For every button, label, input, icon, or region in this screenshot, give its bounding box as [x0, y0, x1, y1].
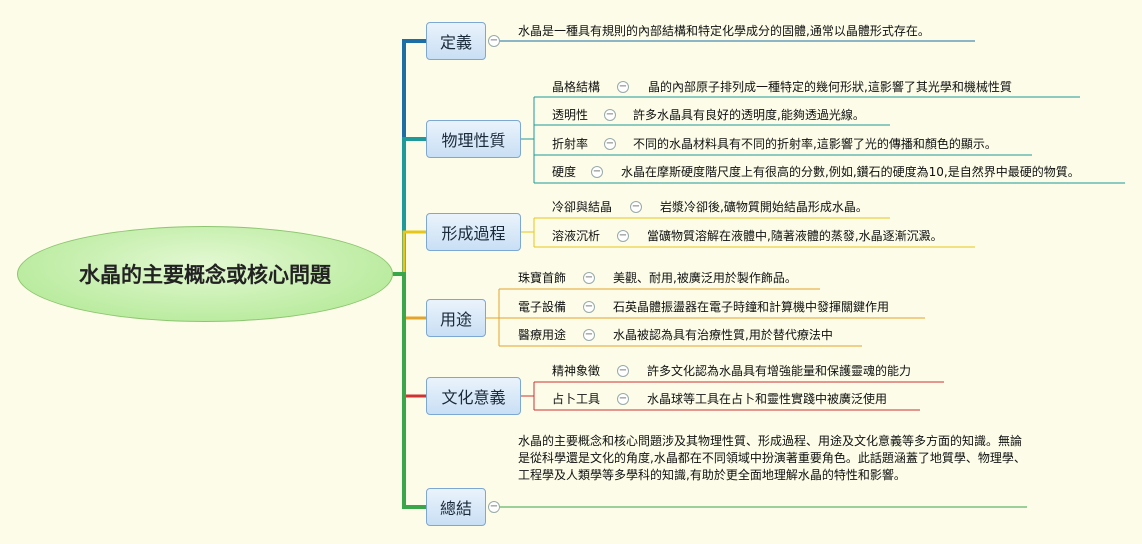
subtopic-label[interactable]: 折射率 [552, 137, 589, 151]
central-topic[interactable]: 水晶的主要概念或核心問題 [17, 226, 393, 322]
collapse-toggle-icon[interactable]: − [604, 109, 616, 121]
connector-summary [393, 272, 426, 509]
subtopic-text: 水晶在摩斯硬度階尺度上有很高的分數,例如,鑽石的硬度為10,是自然界中最硬的物質… [621, 165, 1080, 179]
connector-culture [393, 272, 426, 398]
subtopic-label[interactable]: 醫療用途 [518, 328, 567, 342]
subtopic-text: 水晶被認為具有治療性質,用於替代療法中 [613, 328, 833, 342]
subtopic-label[interactable]: 冷卻與結晶 [552, 200, 613, 214]
connector-form [393, 230, 426, 276]
collapse-toggle-icon[interactable]: − [583, 329, 595, 341]
collapse-toggle-icon[interactable]: − [617, 230, 629, 242]
definition-text: 水晶是一種具有規則的內部結構和特定化學成分的固體,通常以晶體形式存在。 [518, 24, 930, 38]
subtopic-text: 岩漿冷卻後,礦物質開始結晶形成水晶。 [660, 200, 868, 214]
collapse-toggle-icon[interactable]: − [583, 301, 595, 313]
subtopic-text: 許多水晶具有良好的透明度,能夠透過光線。 [633, 108, 865, 122]
connector-use [393, 272, 426, 320]
subtopic-label[interactable]: 電子設備 [518, 300, 567, 314]
subtopic-text: 許多文化認為水晶具有增強能量和保護靈魂的能力 [647, 364, 912, 378]
connector-phys [393, 137, 426, 276]
branch-summary[interactable]: 總結 [426, 488, 486, 526]
collapse-toggle-icon[interactable]: − [604, 138, 616, 150]
collapse-toggle-icon[interactable]: − [583, 272, 595, 284]
subtopic-label[interactable]: 透明性 [552, 108, 589, 122]
collapse-toggle-icon[interactable]: − [617, 393, 629, 405]
branch-definition[interactable]: 定義 [426, 22, 486, 60]
collapse-toggle-icon[interactable]: − [617, 81, 629, 93]
subtopic-text: 美觀、耐用,被廣泛用於製作飾品。 [613, 271, 797, 285]
collapse-toggle-icon[interactable]: − [630, 201, 642, 213]
branch-uses[interactable]: 用途 [426, 299, 486, 337]
subtopic-text: 水晶球等工具在占卜和靈性實踐中被廣泛使用 [647, 392, 888, 406]
subtopic-text: 石英晶體振盪器在電子時鐘和計算機中發揮關鍵作用 [613, 300, 890, 314]
subtopic-label[interactable]: 精神象徵 [552, 364, 601, 378]
collapse-toggle-icon[interactable]: − [617, 365, 629, 377]
subtopic-label[interactable]: 珠寶首飾 [518, 271, 567, 285]
branch-physical-properties[interactable]: 物理性質 [426, 120, 521, 158]
subtopic-label[interactable]: 硬度 [552, 165, 577, 179]
connector-def [393, 39, 426, 276]
branch-cultural-significance[interactable]: 文化意義 [426, 377, 521, 415]
subtopic-label[interactable]: 溶液沉析 [552, 229, 601, 243]
subtopic-label[interactable]: 占卜工具 [552, 392, 601, 406]
branch-formation-process[interactable]: 形成過程 [426, 213, 521, 251]
collapse-toggle-icon[interactable]: − [591, 166, 603, 178]
collapse-toggle-icon[interactable]: − [488, 35, 500, 47]
subtopic-label[interactable]: 晶格結構 [552, 80, 601, 94]
summary-text: 水晶的主要概念和核心問題涉及其物理性質、形成過程、用途及文化意義等多方面的知識。… [518, 434, 1026, 482]
subtopic-text: 當礦物質溶解在液體中,隨著液體的蒸發,水晶逐漸沉澱。 [647, 229, 943, 243]
collapse-toggle-icon[interactable]: − [488, 501, 500, 513]
subtopic-text: 晶的內部原子排列成一種特定的幾何形狀,這影響了其光學和機械性質 [648, 80, 1012, 94]
subtopic-text: 不同的水晶材料具有不同的折射率,這影響了光的傳播和顏色的顯示。 [633, 137, 997, 151]
